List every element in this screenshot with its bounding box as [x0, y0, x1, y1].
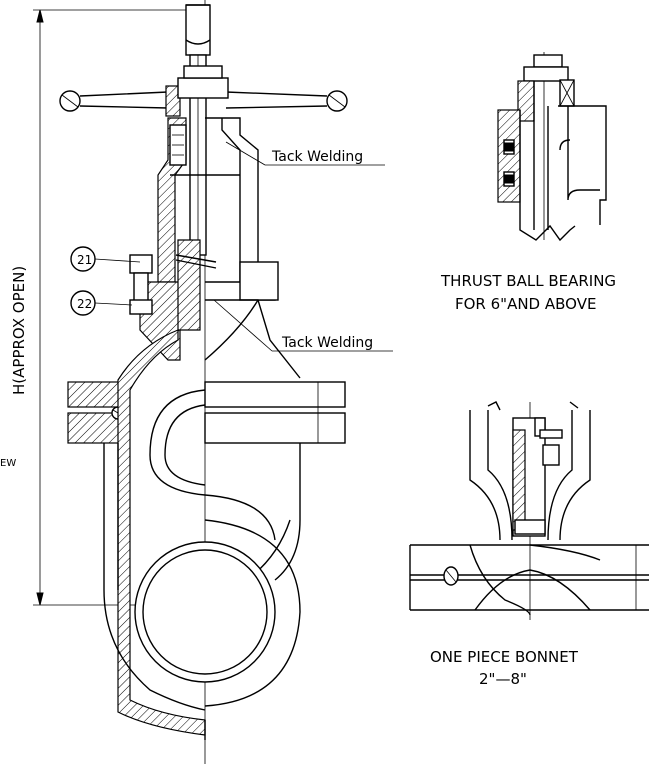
- handwheel: [59, 65, 348, 117]
- valve-body-section: [103, 329, 206, 736]
- valve-stem: [185, 4, 211, 256]
- balloon-21: 21: [70, 246, 141, 272]
- body-flanges: [67, 381, 346, 444]
- tack-welding-lower-label: Tack Welding: [281, 335, 373, 351]
- dimension-h-label: H(APPROX OPEN): [10, 266, 28, 395]
- bonnet-detail-line1: ONE PIECE BONNET: [430, 648, 579, 666]
- main-valve-view: Tack Welding Tack Welding 21 22 H(APPROX…: [0, 0, 393, 764]
- bonnet-detail-line2: 2"—8": [479, 670, 527, 688]
- tack-welding-upper-label: Tack Welding: [271, 149, 363, 165]
- bonnet-bolt: [129, 254, 153, 315]
- tack-welding-upper-callout: Tack Welding: [225, 141, 385, 166]
- flow-passage: [134, 389, 301, 707]
- cut-view-label: EW: [0, 458, 16, 469]
- balloon-21-label: 21: [77, 253, 92, 267]
- thrust-bearing-line1: THRUST BALL BEARING: [440, 272, 616, 290]
- thrust-bearing-line2: FOR 6"AND ABOVE: [455, 295, 596, 313]
- tack-welding-lower-callout: Tack Welding: [213, 299, 393, 352]
- balloon-22: 22: [70, 290, 133, 316]
- balloon-22-label: 22: [77, 297, 92, 311]
- one-piece-bonnet-detail: ONE PIECE BONNET 2"—8": [409, 401, 649, 688]
- thrust-bearing-detail: THRUST BALL BEARING FOR 6"AND ABOVE: [440, 52, 616, 313]
